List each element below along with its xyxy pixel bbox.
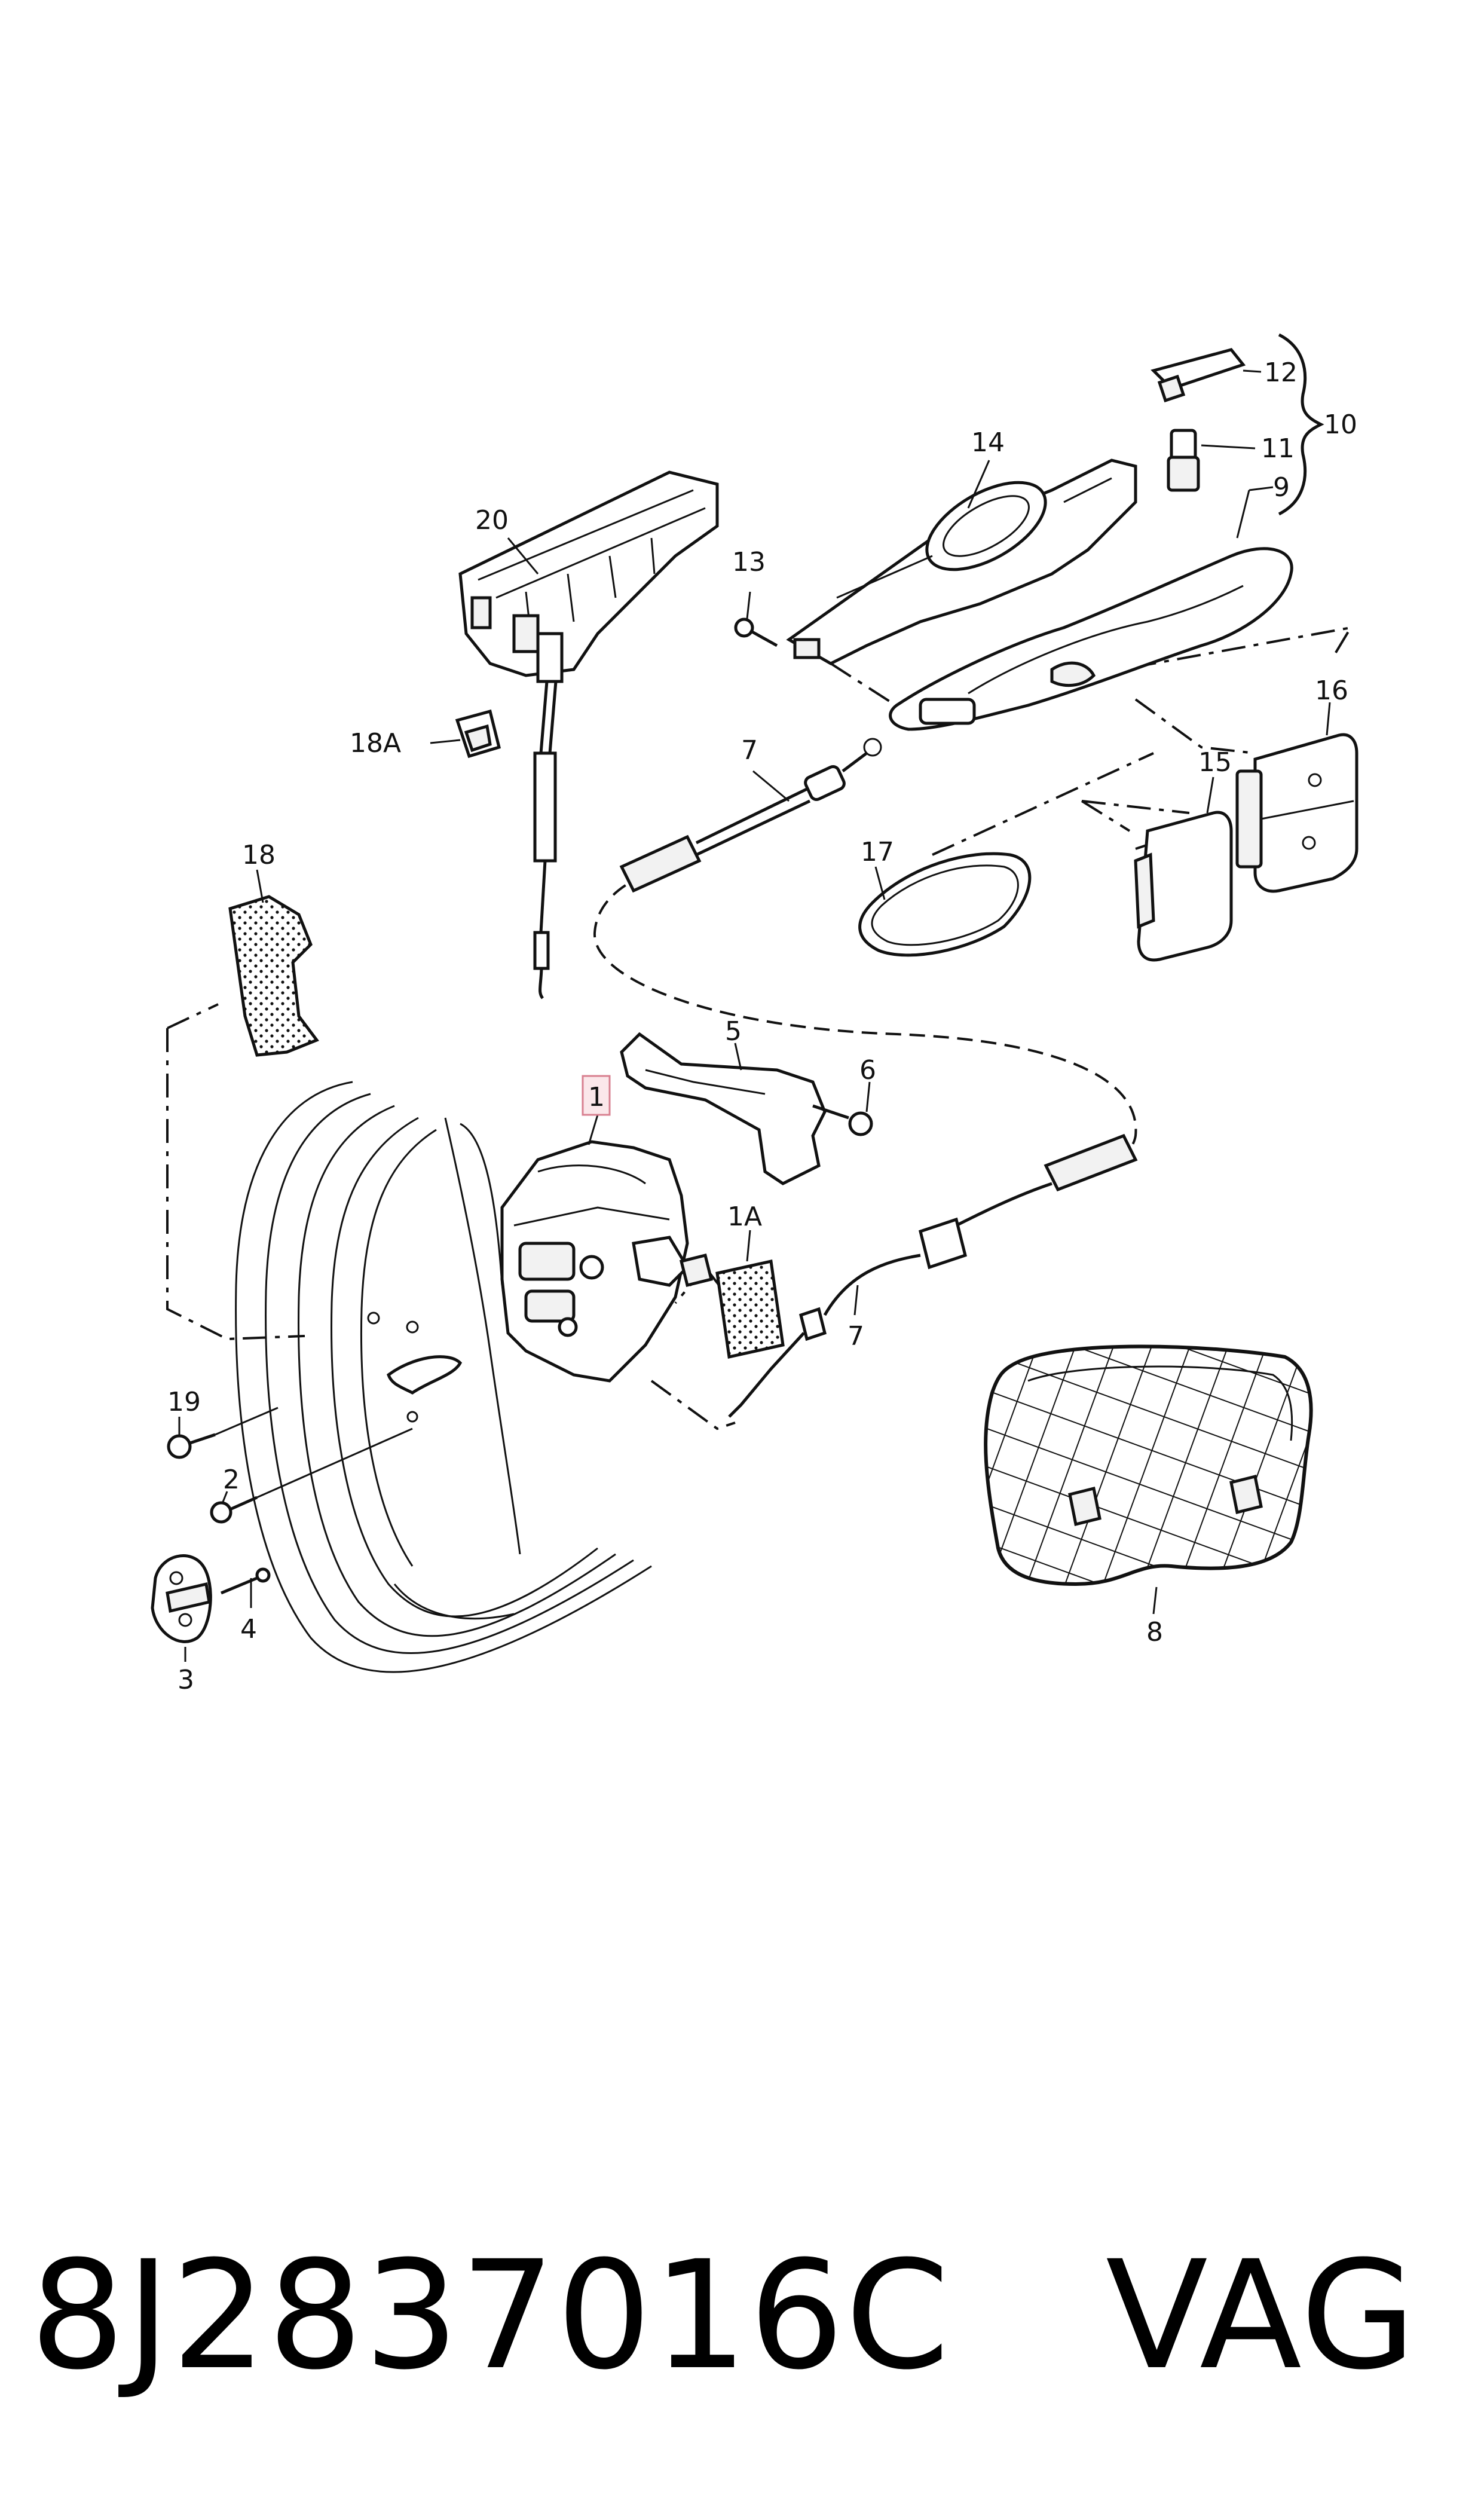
caption: 8J2837016C VAG [30,2228,1417,2402]
part-18A-clip [455,709,501,759]
label-2[interactable]: 2 [223,1465,240,1495]
label-18A[interactable]: 18A [350,728,401,759]
label-9[interactable]: 9 [1273,472,1290,503]
label-10[interactable]: 10 [1324,409,1357,440]
part-1A-foam-block [715,1259,785,1359]
label-19[interactable]: 19 [167,1387,201,1417]
part-4-screw [221,1567,271,1595]
label-20[interactable]: 20 [475,505,509,536]
part-number-caption: 8J2837016C [30,2228,951,2402]
part-11-switch [1167,429,1200,492]
label-4[interactable]: 4 [240,1614,257,1644]
part-3-striker [151,1554,212,1643]
label-15[interactable]: 15 [1198,747,1232,778]
label-5[interactable]: 5 [725,1016,742,1047]
part-labels: 1 1A 2 3 4 5 6 7 7 8 9 10 11 12 13 14 15… [167,357,1357,1695]
part-5-bracket [620,1032,827,1185]
label-13[interactable]: 13 [732,547,766,577]
part-16-switch-panel [1235,733,1358,893]
label-17[interactable]: 17 [861,837,894,867]
part-7-upper-cable [619,738,882,893]
part-10-brace [1278,333,1324,516]
part-13-screw [734,617,778,647]
part-1-highlight [582,1075,611,1116]
part-6-screw [812,1104,873,1136]
part-12-cap [1151,348,1246,403]
part-9-inner-handle [889,547,1293,731]
part-18-foam-pad [228,895,319,1057]
door-frame [235,1081,652,1673]
part-8-insulation-panel [984,1344,1313,1586]
label-1[interactable]: 1 [588,1082,605,1112]
brand-caption: VAG [1106,2228,1417,2402]
part-14-handle-housing [786,458,1137,665]
part-7-lower-cable [728,1133,1138,1418]
part-15-cover [1134,811,1233,962]
label-16[interactable]: 16 [1315,675,1348,706]
label-14[interactable]: 14 [971,427,1005,458]
label-connectors [178,369,1331,1662]
label-8[interactable]: 8 [1146,1617,1163,1647]
part-19-screw [167,1407,279,1459]
part-1-door-lock [500,1140,714,1383]
label-7-lower[interactable]: 7 [847,1321,864,1352]
label-3[interactable]: 3 [178,1665,194,1695]
part-2-screw [210,1427,413,1524]
label-12[interactable]: 12 [1264,357,1298,388]
label-6[interactable]: 6 [859,1055,876,1086]
label-11[interactable]: 11 [1261,433,1295,464]
label-1A[interactable]: 1A [727,1202,762,1232]
label-18[interactable]: 18 [242,840,276,870]
part-17-trim-ring [858,852,1032,957]
parts-fasteners [151,1407,413,1643]
label-7-upper[interactable]: 7 [741,735,758,766]
part-20-mechanism [458,470,719,999]
